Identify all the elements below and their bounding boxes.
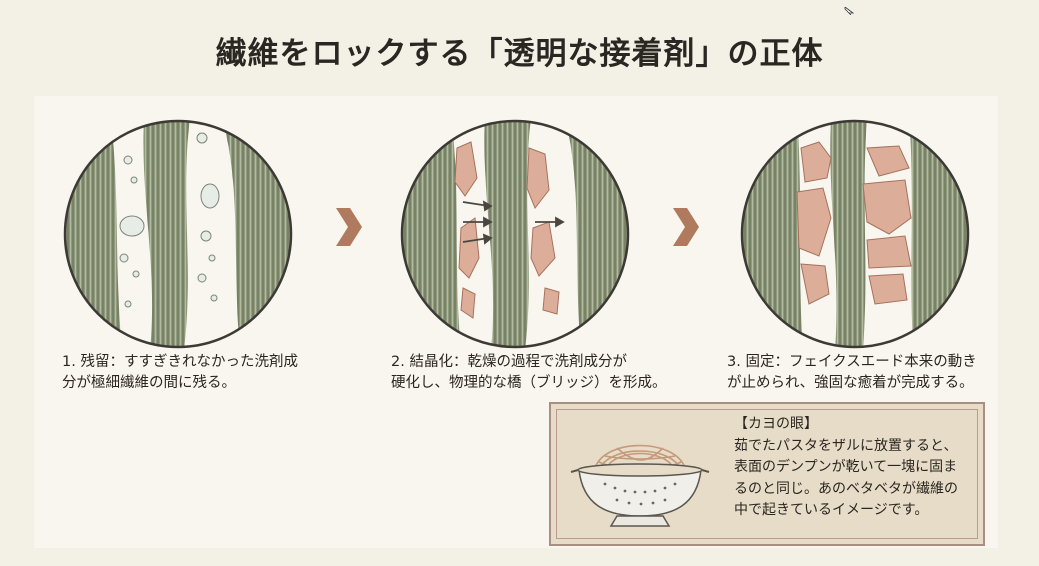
step1-caption-line1: 1. 残留：すすぎきれなかった洗剤成 (62, 354, 298, 370)
chevron-right-icon (334, 206, 364, 248)
step2-crystallization-illustration (399, 118, 631, 350)
callout-line: 茹でたパスタをザルに放置すると、 (734, 437, 958, 454)
callout-inner-border (556, 409, 978, 539)
chevron-right-icon (671, 206, 701, 248)
callout-line: 中で起きているイメージです。 (734, 502, 929, 518)
step2-caption: 2. 結晶化：乾燥の過程で洗剤成分が 硬化し、物理的な橋（ブリッジ）を形成。 (391, 352, 667, 394)
callout-line: るのと同じ。あのベタベタが繊維の (734, 480, 958, 497)
callout-heading: 【カヨの眼】 (734, 416, 818, 432)
step1-caption-line2: 分が極細繊維の間に残る。 (62, 375, 236, 391)
page-title: 繊維をロックする「透明な接着剤」の正体 (215, 36, 824, 72)
pasta-colander-illustration (565, 426, 715, 536)
kayo-insight-callout: 【カヨの眼】 茹でたパスタをザルに放置すると、 表面のデンプンが乾いて一塊に固ま… (549, 402, 985, 546)
step3-caption-line1: 3. 固定：フェイクスエード本来の動き (727, 354, 977, 370)
step3-caption-line2: が止められ、強固な癒着が完成する。 (727, 375, 974, 391)
callout-line: 表面のデンプンが乾いて一塊に固ま (734, 459, 958, 475)
callout-text: 【カヨの眼】 茹でたパスタをザルに放置すると、 表面のデンプンが乾いて一塊に固ま… (734, 414, 958, 522)
step1-fibers-residue-illustration (62, 118, 294, 350)
step1-caption: 1. 残留：すすぎきれなかった洗剤成 分が極細繊維の間に残る。 (62, 352, 298, 394)
step3-caption: 3. 固定：フェイクスエード本来の動き が止められ、強固な癒着が完成する。 (727, 352, 977, 394)
mouse-cursor-icon (844, 0, 856, 16)
step3-fixed-fibers-illustration (739, 118, 971, 350)
step2-caption-line1: 2. 結晶化：乾燥の過程で洗剤成分が (391, 354, 627, 370)
step2-caption-line2: 硬化し、物理的な橋（ブリッジ）を形成。 (391, 375, 667, 391)
